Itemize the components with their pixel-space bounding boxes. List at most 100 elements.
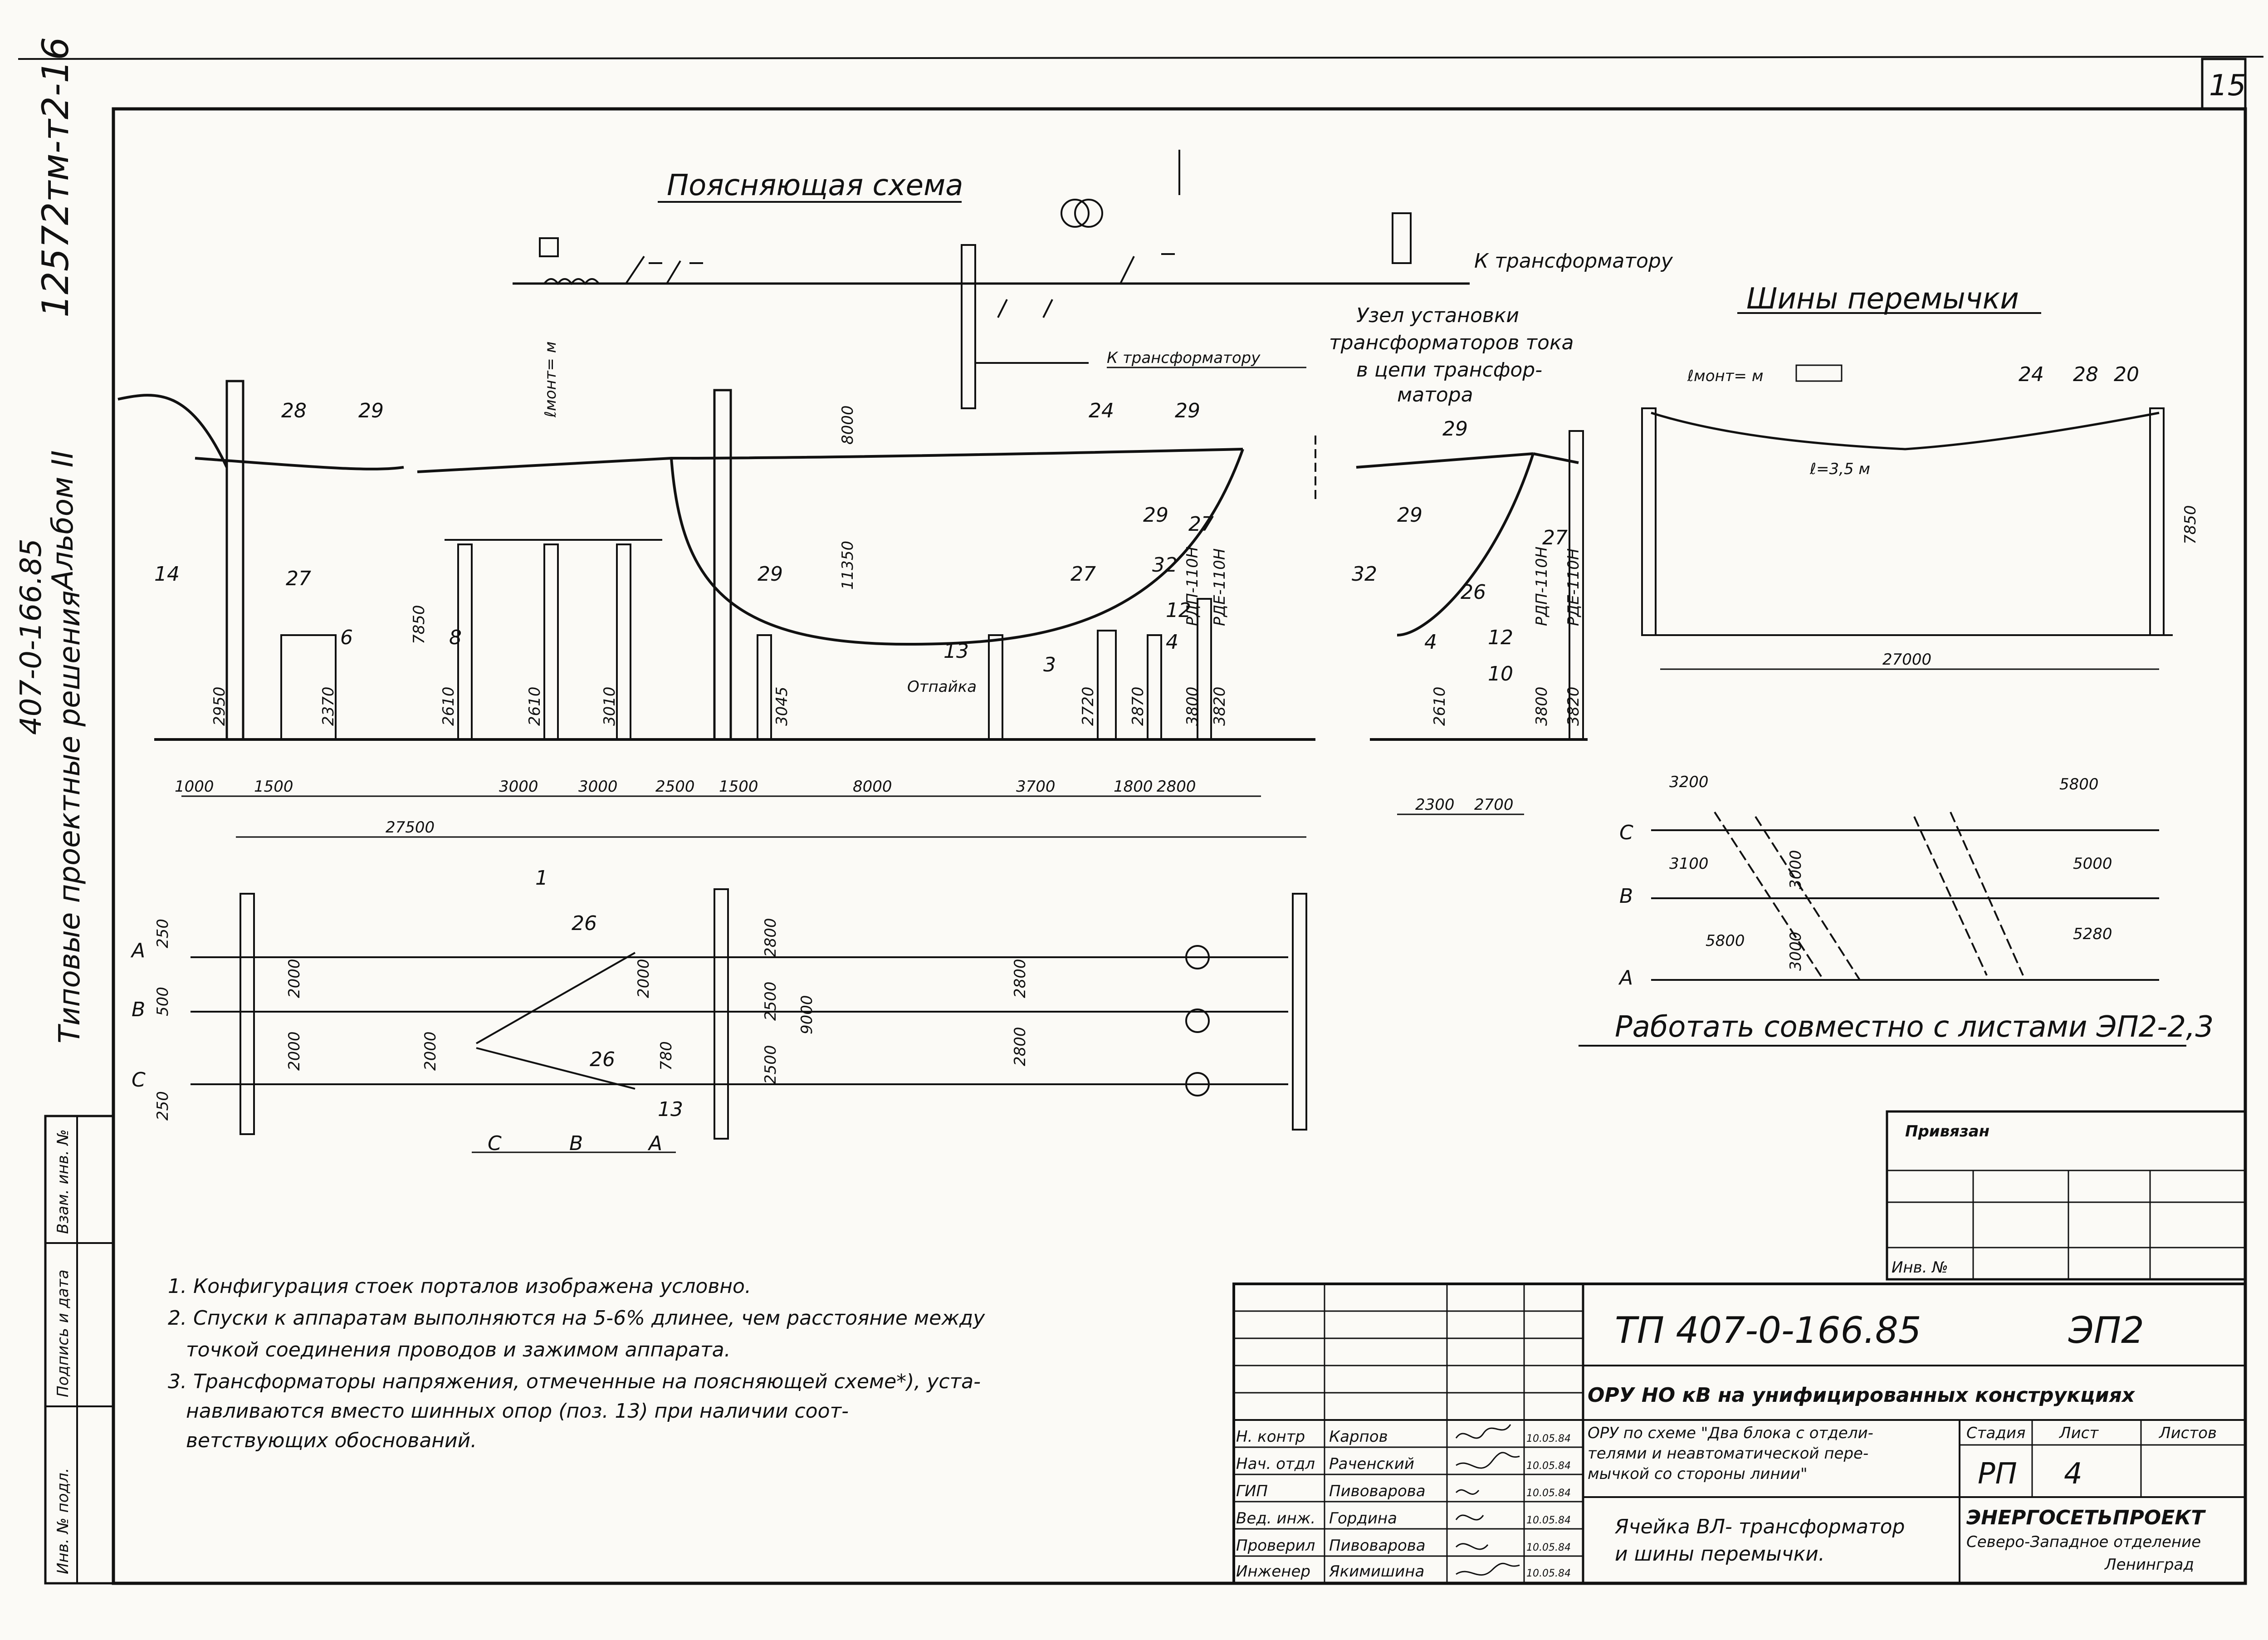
plan-portal-left bbox=[240, 893, 255, 1135]
person-0-date: 10.05.84 bbox=[1526, 1433, 1571, 1444]
page-number-box bbox=[2201, 58, 2247, 110]
right-label-10: 10 bbox=[1488, 662, 1513, 685]
person-2-role: ГИП bbox=[1236, 1482, 1268, 1500]
equip-stand-2 bbox=[457, 543, 473, 740]
height-2950: 2950 bbox=[210, 686, 229, 726]
bus-jumper-label-24: 24 bbox=[2019, 363, 2044, 386]
equip-stand-4 bbox=[616, 543, 631, 740]
plan-dim-2000c: 2000 bbox=[421, 1031, 440, 1071]
sag-wire-24 bbox=[670, 448, 1244, 646]
note-1: 1. Конфигурация стоек порталов изображен… bbox=[168, 1275, 751, 1298]
person-0-name: Карпов bbox=[1329, 1428, 1388, 1446]
person-0-role: Н. контр bbox=[1236, 1428, 1305, 1446]
right-height-3820: 3820 bbox=[1564, 686, 1583, 726]
plan-dim-2500b: 2500 bbox=[762, 1045, 780, 1084]
elev-label-24: 24 bbox=[1089, 399, 1114, 422]
person-3-name: Гордина bbox=[1329, 1509, 1397, 1527]
rdp-label: РДП-110Н bbox=[1183, 547, 1202, 626]
dim-8000: 8000 bbox=[853, 778, 892, 796]
dim-1500b: 1500 bbox=[719, 778, 758, 796]
plan-phase-b: В bbox=[132, 998, 145, 1021]
height-3800: 3800 bbox=[1183, 686, 1202, 726]
bus-jumper-portal-right bbox=[2149, 407, 2165, 636]
strip-vzam: Взам. инв. № bbox=[54, 1129, 72, 1234]
plan-pos-26a: 26 bbox=[572, 912, 597, 935]
bus-plan-dim-3000b: 3000 bbox=[1787, 931, 1805, 971]
plan-dim-equip-1: 2800 bbox=[1011, 959, 1029, 998]
margin-code: 12572тм-т2-16 bbox=[34, 37, 77, 318]
dim-1800: 1800 bbox=[1114, 778, 1153, 796]
height-2370: 2370 bbox=[319, 686, 337, 726]
dim-2500: 2500 bbox=[655, 778, 695, 796]
plan-dim-2000a: 2000 bbox=[285, 959, 303, 998]
doc-code: ТП 407-0-166.85 bbox=[1615, 1309, 1921, 1351]
plan-phase-c: С bbox=[132, 1068, 146, 1092]
lists-header: Листов bbox=[2158, 1424, 2217, 1442]
schema-box-ct bbox=[1392, 212, 1412, 264]
stage-value: РП bbox=[1978, 1457, 2017, 1491]
plan-dim-2000b: 2000 bbox=[285, 1031, 303, 1071]
person-4-date: 10.05.84 bbox=[1526, 1542, 1571, 1553]
right-rde: РДЕ-110Н bbox=[1564, 548, 1583, 626]
org-city: Ленинград bbox=[2104, 1556, 2194, 1574]
right-label-26: 26 bbox=[1461, 581, 1486, 604]
top-edge-line bbox=[18, 56, 2264, 60]
schema-box-left bbox=[539, 237, 559, 257]
plan-bottom-b: В bbox=[569, 1132, 583, 1155]
portal-left bbox=[225, 380, 244, 741]
vt-circle-1 bbox=[1061, 199, 1090, 228]
note-3-cont-2: ветствующих обоснований. bbox=[186, 1429, 477, 1452]
bus-plan-dim-5800b: 5800 bbox=[2059, 775, 2099, 793]
plan-portal-right bbox=[1292, 893, 1307, 1131]
elev-label-27c: 27 bbox=[1070, 563, 1096, 586]
equip-stand-6 bbox=[988, 634, 1003, 740]
bus-jumper-l-mont: ℓмонт= м bbox=[1687, 367, 1763, 385]
person-5-name: Якимишина bbox=[1329, 1562, 1424, 1581]
equip-stand-1 bbox=[280, 634, 337, 740]
plan-disconnector bbox=[476, 952, 635, 1090]
elev-label-29a: 29 bbox=[358, 399, 384, 422]
bus-jumper-width: 27000 bbox=[1882, 651, 1931, 669]
bus-plan-phase-c: С bbox=[1619, 821, 1633, 844]
signatures bbox=[1455, 1424, 1520, 1576]
portal-middle bbox=[713, 389, 732, 741]
sheet-title-1: Ячейка ВЛ- трансформатор bbox=[1614, 1515, 1905, 1538]
person-1-date: 10.05.84 bbox=[1526, 1460, 1571, 1472]
plan-dim-equip-2: 2800 bbox=[1011, 1027, 1029, 1066]
elev-label-27a: 27 bbox=[286, 567, 311, 590]
equip-stand-7 bbox=[1097, 630, 1117, 740]
elev-label-32: 32 bbox=[1152, 553, 1178, 577]
note-3: 3. Трансформаторы напряжения, отмеченные… bbox=[168, 1370, 981, 1393]
bus-plan-note: Работать совместно с листами ЭП2-2,3 bbox=[1615, 1010, 2214, 1044]
person-4-role: Проверил bbox=[1236, 1537, 1315, 1555]
dim-3000b: 3000 bbox=[578, 778, 618, 796]
bus-plan-dim-3000a: 3000 bbox=[1787, 850, 1805, 889]
right-label-32: 32 bbox=[1352, 563, 1377, 586]
plan-dim-2800: 2800 bbox=[762, 918, 780, 957]
node-line-3: в цепи трансфор- bbox=[1356, 358, 1542, 382]
elev-label-6: 6 bbox=[340, 626, 353, 649]
rde-label: РДЕ-110Н bbox=[1211, 548, 1229, 626]
person-2-name: Пивоварова bbox=[1329, 1482, 1426, 1500]
right-height-2610: 2610 bbox=[1431, 686, 1449, 726]
elev-label-8: 8 bbox=[449, 626, 462, 649]
right-dim-2700: 2700 bbox=[1474, 796, 1514, 814]
bus-jumper-l-val: ℓ=3,5 м bbox=[1809, 460, 1870, 478]
disconnector-symbols bbox=[625, 150, 1180, 318]
dim-3700: 3700 bbox=[1016, 778, 1056, 796]
plan-dim-2000d: 2000 bbox=[635, 959, 653, 998]
bus-plan-phase-b: В bbox=[1619, 885, 1633, 908]
equip-stand-8 bbox=[1147, 634, 1162, 740]
height-2870: 2870 bbox=[1129, 686, 1147, 726]
person-1-role: Нач. отдл bbox=[1236, 1455, 1315, 1473]
note-2-cont: точкой соединения проводов и зажимом апп… bbox=[186, 1338, 731, 1361]
node-line-4: матора bbox=[1397, 383, 1473, 406]
plan-dim-2500a: 2500 bbox=[762, 981, 780, 1021]
plan-breaker-b bbox=[1185, 1008, 1210, 1033]
list-header: Лист bbox=[2058, 1424, 2099, 1442]
portal-column-symbol bbox=[961, 244, 976, 409]
person-5-role: Инженер bbox=[1236, 1562, 1310, 1581]
schema-title: Поясняющая схема bbox=[667, 169, 963, 202]
org-branch: Северо-Западное отделение bbox=[1966, 1533, 2201, 1551]
height-3010: 3010 bbox=[601, 686, 619, 726]
